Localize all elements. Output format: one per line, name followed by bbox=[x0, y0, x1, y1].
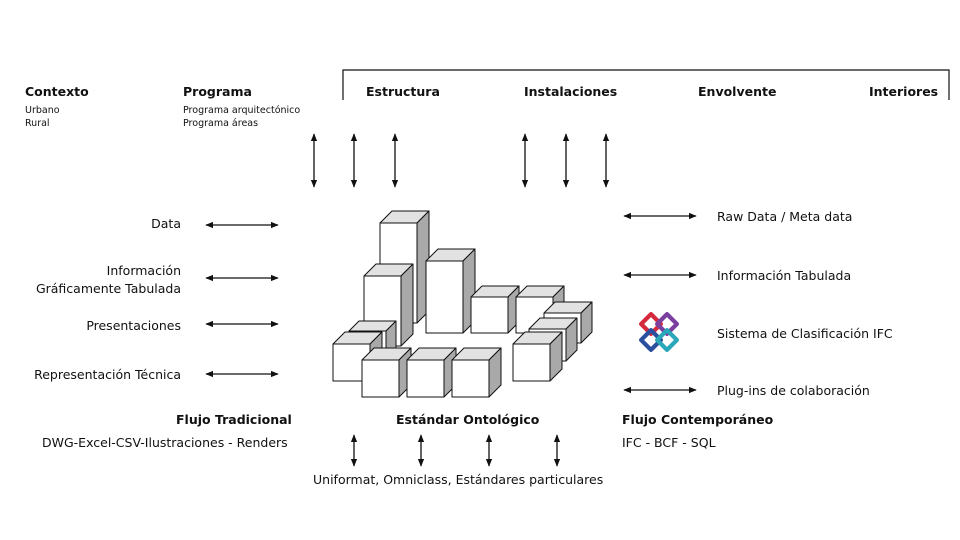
block-front-face bbox=[512, 343, 551, 382]
estructura-title: Estructura bbox=[366, 84, 440, 99]
block-2 bbox=[425, 248, 476, 334]
top-arrows bbox=[310, 133, 610, 188]
category-bracket bbox=[342, 69, 950, 100]
left-item-presentaciones: Presentaciones bbox=[86, 318, 181, 333]
block-12 bbox=[406, 347, 457, 398]
block-front-face bbox=[406, 359, 445, 398]
flujo-tradicional-title: Flujo Tradicional bbox=[176, 412, 292, 427]
interiores-title: Interiores bbox=[869, 84, 939, 99]
estandares-list: Uniformat, Omniclass, Estándares particu… bbox=[313, 472, 604, 487]
flujo-tradicional-formats: DWG-Excel-CSV-Ilustraciones - Renders bbox=[42, 435, 288, 450]
block-13 bbox=[451, 347, 502, 398]
left-item-data: Data bbox=[151, 216, 181, 231]
block-10 bbox=[512, 331, 563, 382]
flujo-contemporaneo-formats: IFC - BCF - SQL bbox=[622, 435, 716, 450]
block-front-face bbox=[425, 260, 464, 334]
right-item-clasificacion-ifc: Sistema de Clasificación IFC bbox=[717, 326, 893, 341]
instalaciones-title: Instalaciones bbox=[524, 84, 618, 99]
contexto-item-rural: Rural bbox=[25, 118, 50, 129]
left-item-representacion-tecnica: Representación Técnica bbox=[34, 367, 181, 382]
block-side-face bbox=[400, 263, 414, 347]
block-front-face bbox=[451, 359, 490, 398]
contexto-item-urbano: Urbano bbox=[25, 105, 60, 116]
estandar-ontologico-title: Estándar Ontológico bbox=[396, 412, 540, 427]
programa-title: Programa bbox=[183, 84, 252, 99]
block-front-face bbox=[361, 359, 400, 398]
programa-item-arquitectonico: Programa arquitectónico bbox=[183, 105, 301, 116]
contexto-title: Contexto bbox=[25, 84, 89, 99]
block-9 bbox=[332, 331, 383, 382]
block-4 bbox=[470, 285, 520, 334]
flujo-contemporaneo-title: Flujo Contemporáneo bbox=[622, 412, 774, 427]
bottom-arrows bbox=[350, 434, 561, 467]
right-item-informacion-tabulada: Información Tabulada bbox=[717, 268, 852, 283]
programa-item-areas: Programa áreas bbox=[183, 118, 259, 129]
envolvente-title: Envolvente bbox=[698, 84, 777, 99]
right-item-plugins: Plug-ins de colaboración bbox=[717, 383, 870, 398]
block-front-face bbox=[470, 296, 509, 334]
isometric-blocks-illustration bbox=[332, 210, 593, 398]
block-11 bbox=[361, 347, 412, 398]
right-item-raw-data: Raw Data / Meta data bbox=[717, 209, 853, 224]
left-item-informacion-grafica: Información Gráficamente Tabulada bbox=[35, 263, 181, 296]
right-arrows bbox=[623, 212, 697, 394]
left-arrows bbox=[205, 221, 279, 378]
ifc-logo-icon bbox=[639, 312, 679, 352]
